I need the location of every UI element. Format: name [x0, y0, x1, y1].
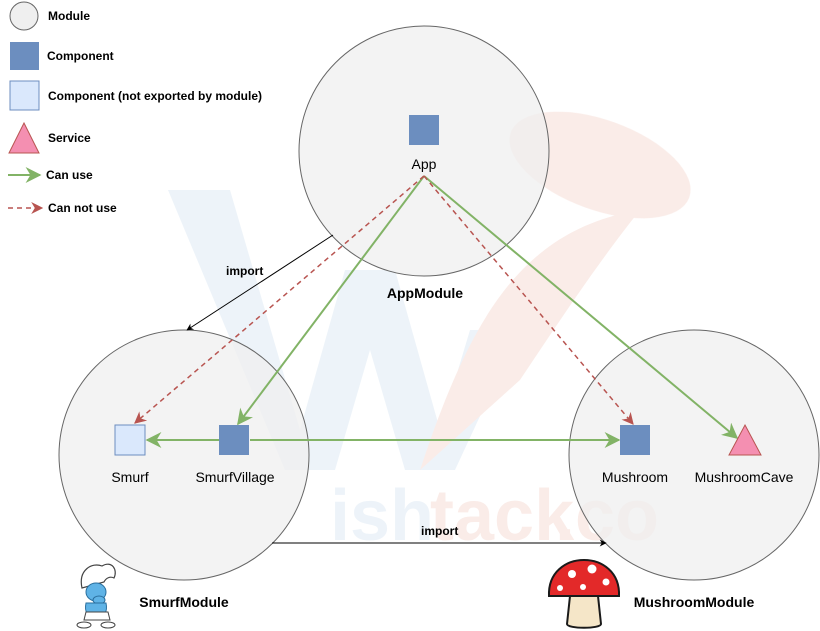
- smurfvillage-label: SmurfVillage: [195, 469, 274, 485]
- can-not-use-app-to-smurf: [134, 175, 425, 424]
- import-app-to-smurf-label: import: [226, 264, 263, 278]
- watermark-text-b: tack: [430, 476, 575, 556]
- can-use-app-to-smurfvillage: [237, 175, 425, 426]
- can-not-use-app-to-mushroom: [423, 175, 634, 425]
- legend-component-swatch: [10, 42, 39, 70]
- smurf-module-label: SmurfModule: [139, 594, 229, 610]
- legend-component-not-exported-label: Component (not exported by module): [48, 89, 262, 103]
- import-app-to-smurf-arrow: [186, 234, 334, 331]
- legend-service-swatch: [8, 121, 40, 154]
- legend-module-label: Module: [48, 9, 90, 23]
- edges: import import: [134, 175, 739, 547]
- legend: Module Component Component (not exported…: [8, 1, 262, 215]
- mushroomcave-label: MushroomCave: [695, 469, 794, 485]
- smurf-label: Smurf: [111, 469, 148, 485]
- smurf-illustration: [76, 563, 116, 629]
- smurfvillage-component: [219, 425, 249, 455]
- legend-module-swatch: [9, 1, 39, 31]
- watermark-swoosh: [420, 210, 640, 470]
- legend-component-label: Component: [47, 49, 114, 63]
- mushroom-illustration: [547, 558, 621, 629]
- mushroom-component: [620, 425, 650, 455]
- watermark-ellipse: [509, 111, 691, 219]
- smurf-module-circle: [58, 329, 310, 581]
- watermark-text-a: ish: [330, 476, 434, 556]
- app-label: App: [412, 156, 437, 172]
- can-use-app-to-mushroomcave: [423, 175, 739, 440]
- app-module-label: AppModule: [387, 285, 463, 301]
- import-smurf-to-mushroom-label: import: [421, 524, 458, 538]
- mushroom-module-label: MushroomModule: [634, 594, 755, 610]
- legend-service-label: Service: [48, 131, 91, 145]
- mushroom-module-circle: [568, 329, 820, 581]
- legend-component-not-exported-swatch: [9, 80, 40, 111]
- app-module-circle: [298, 25, 550, 277]
- legend-can-not-use-label: Can not use: [48, 201, 117, 215]
- legend-can-use-label: Can use: [46, 168, 93, 182]
- mushroom-label: Mushroom: [602, 469, 668, 485]
- app-component: [409, 115, 439, 145]
- mushroomcave-service: [728, 423, 762, 456]
- smurf-component: [114, 424, 146, 456]
